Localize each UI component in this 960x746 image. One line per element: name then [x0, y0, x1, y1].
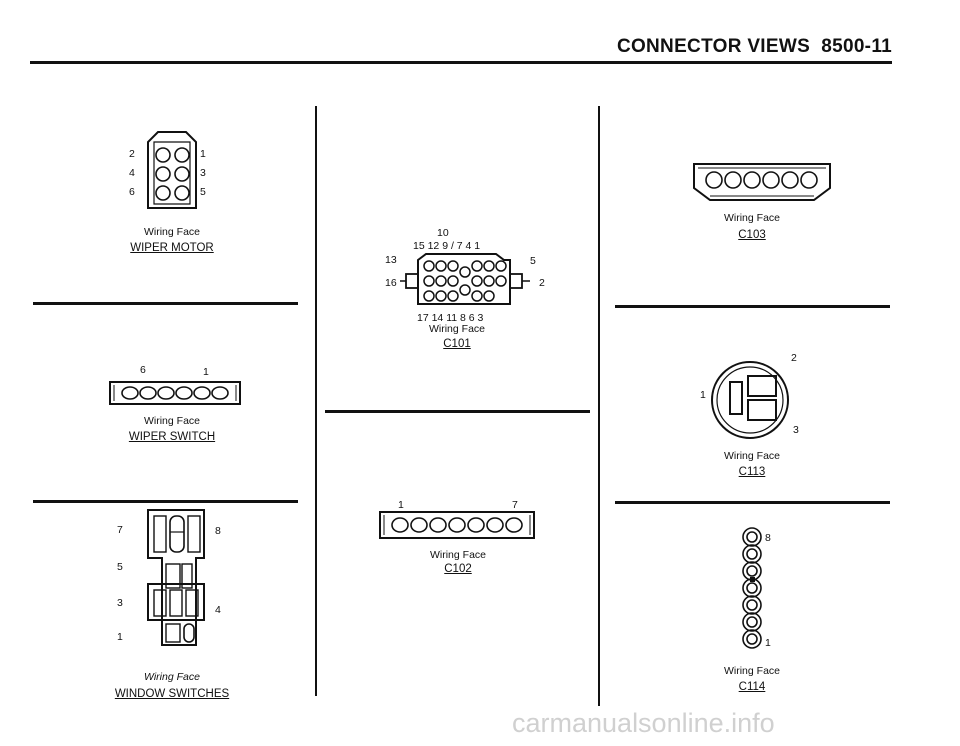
row-divider	[325, 410, 590, 413]
row-divider	[33, 302, 298, 305]
wiring-face-caption: Wiring Face	[429, 549, 486, 561]
wiper-motor-connector-drawing	[147, 131, 197, 209]
pin-label: 4	[129, 167, 135, 179]
pin-label: 3	[200, 167, 206, 179]
wiring-face-caption: Wiring Face	[723, 212, 780, 224]
pin-label: 6	[129, 186, 135, 198]
c103-connector-drawing	[693, 163, 831, 201]
pin-label: 1	[203, 366, 209, 378]
pin-row-label: 17 14 11 8 6 3	[417, 312, 484, 324]
row-divider	[33, 500, 298, 503]
pin-label: 2	[129, 148, 135, 160]
watermark: carmanualsonline.info	[512, 708, 775, 738]
pin-label: 7	[512, 499, 518, 511]
pin-label: 8	[215, 525, 221, 537]
c113-connector-drawing	[711, 361, 789, 439]
wiring-face-caption: Wiring Face	[143, 415, 200, 427]
pin-label: 1	[765, 637, 771, 649]
wiring-face-caption: Wiring Face	[144, 671, 200, 683]
c113-label: C113	[738, 466, 766, 478]
pin-label: 2	[539, 277, 545, 289]
pin-label: 2	[791, 352, 797, 364]
pin-label: 1	[398, 499, 404, 511]
c102-connector-drawing	[379, 511, 535, 539]
c101-connector-drawing	[400, 253, 530, 305]
page-title: CONNECTOR VIEWS	[616, 36, 811, 57]
pin-label: 5	[117, 561, 123, 573]
pin-label: 8	[765, 532, 771, 544]
c101-label: C101	[443, 338, 471, 350]
pin-label: 10	[437, 227, 449, 239]
wiring-face-caption: Wiring Face	[723, 450, 780, 462]
pin-label: 1	[700, 389, 706, 401]
pin-label: 1	[117, 631, 123, 643]
column-divider-right	[598, 106, 600, 706]
pin-label: 3	[793, 424, 799, 436]
pin-row-label: 15 12 9 / 7 4 1	[413, 240, 481, 252]
window-switches-connector-drawing	[147, 509, 205, 646]
row-divider	[615, 501, 890, 504]
wiring-face-caption: Wiring Face	[723, 665, 780, 677]
c102-label: C102	[444, 563, 472, 575]
pin-label: 4	[215, 604, 221, 616]
header-rule	[30, 61, 892, 64]
wiring-face-caption: Wiring Face	[143, 226, 200, 238]
pin-label: 7	[117, 524, 123, 536]
pin-label: 1	[200, 148, 206, 160]
pin-label: 3	[117, 597, 123, 609]
page-header: CONNECTOR VIEWS 8500-11	[617, 36, 892, 58]
wiring-face-caption: Wiring Face	[428, 323, 485, 335]
pin-label: 5	[530, 255, 536, 267]
row-divider	[615, 305, 890, 308]
c114-label: C114	[738, 681, 766, 693]
c114-connector-drawing	[742, 527, 762, 649]
pin-label: 16	[385, 277, 397, 289]
pin-label: 5	[200, 186, 206, 198]
page-number: 8500-11	[821, 36, 892, 57]
c103-label: C103	[738, 229, 766, 241]
pin-label: 6	[140, 364, 146, 376]
column-divider-left	[315, 106, 317, 696]
window-switches-label: WINDOW SWITCHES	[114, 688, 230, 700]
pin-label: 13	[385, 254, 397, 266]
wiper-motor-label: WIPER MOTOR	[130, 242, 214, 254]
wiper-switch-label: WIPER SWITCH	[128, 431, 216, 443]
wiper-switch-connector-drawing	[109, 381, 241, 405]
